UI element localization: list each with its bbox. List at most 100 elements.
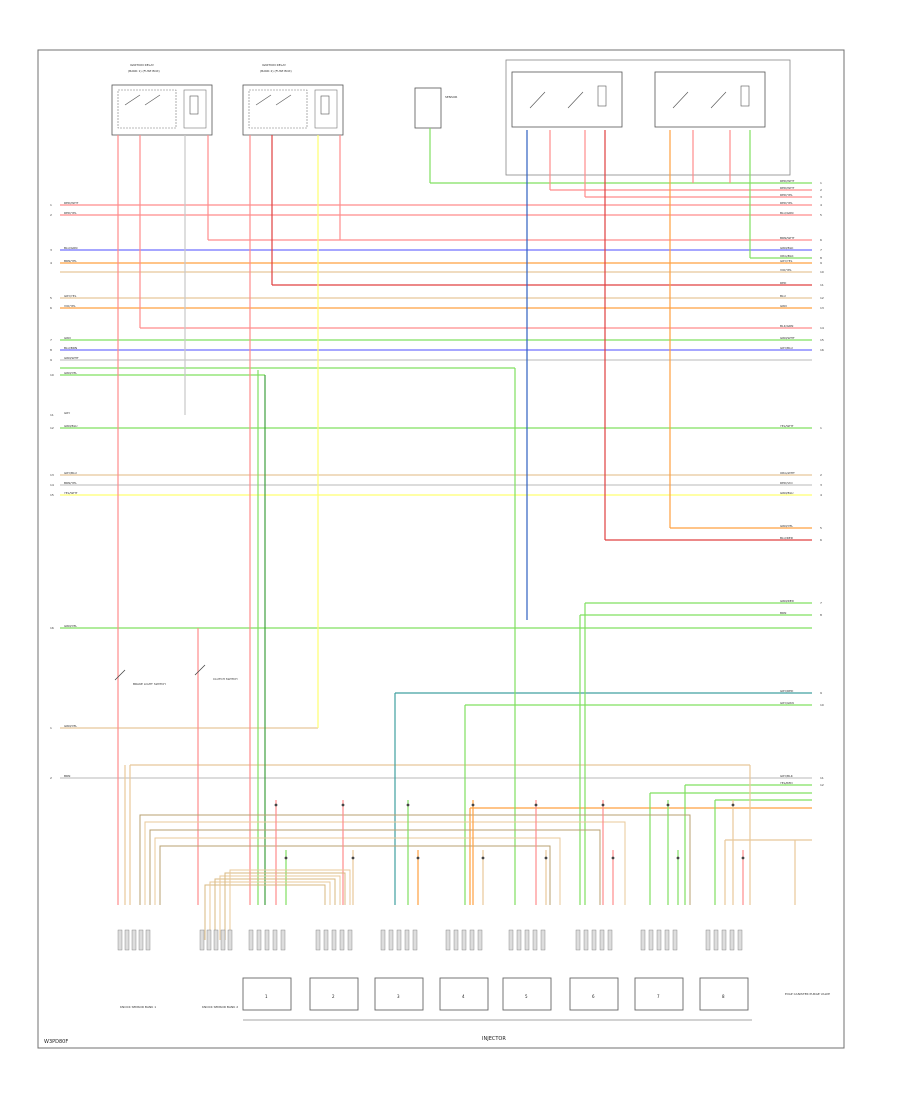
right-wire-label: VIO/YEL	[780, 268, 792, 272]
left-pin-number: 1	[50, 726, 52, 730]
injector-8	[699, 929, 749, 1011]
injector-3	[374, 929, 424, 1011]
injector-pin	[388, 929, 394, 951]
injector-6	[569, 929, 619, 1011]
sensor-pin	[213, 929, 219, 951]
right-wire-label: GRN/YEL	[780, 524, 793, 528]
switch-2	[194, 664, 206, 676]
injector-body	[374, 977, 424, 1011]
injector-pin	[323, 929, 329, 951]
sensor-wire	[219, 875, 341, 940]
injector-junction	[676, 856, 680, 860]
injector-junction	[274, 803, 278, 807]
right-wire-label: GRN/BLU	[780, 491, 793, 495]
right-pin-number: 15	[820, 338, 824, 342]
injector-body	[309, 977, 359, 1011]
right-pin-number: 3	[820, 483, 822, 487]
left-pin-number: 15	[50, 493, 54, 497]
right-pin-number: 9	[820, 261, 822, 265]
right-wire-label: GRY/BLU	[780, 346, 793, 350]
right-wire-label: RED/VIO	[780, 481, 793, 485]
left-pin-number: 13	[50, 473, 54, 477]
right-wire-label: ORG/WHT	[780, 471, 795, 475]
sensor-label: KNOCK SENSOR BANK 1	[120, 1005, 156, 1009]
knock-sensor-top: SENSOR	[414, 87, 457, 129]
left-pin-number: 2	[50, 776, 52, 780]
right-wire-label: GRN/WHT	[780, 336, 795, 340]
injector-pin	[264, 929, 270, 951]
left-wire-label: GRN	[64, 336, 71, 340]
sensor-pin	[227, 929, 233, 951]
injector-pin	[315, 929, 321, 951]
switch-1	[114, 669, 126, 681]
injector-body	[569, 977, 619, 1011]
left-pin-number: 6	[50, 306, 52, 310]
right-wire-label: GRN/BLK	[780, 246, 794, 250]
left-pin-number: 12	[50, 426, 54, 430]
injector-1	[242, 929, 292, 1011]
relay-ignition-bank-1: IGNITION RELAY (BANK 1) (FUSE BOX)	[111, 63, 213, 136]
right-pin-number: 6	[820, 238, 822, 242]
right-pin-number: 13	[820, 306, 824, 310]
left-pin-number: 3	[50, 248, 52, 252]
sensor-wire	[224, 872, 346, 940]
injector-pin	[453, 929, 459, 951]
right-pin-number: 1	[820, 181, 822, 185]
right-pin-number: 12	[820, 296, 824, 300]
injector-pin	[380, 929, 386, 951]
injector-junction	[544, 856, 548, 860]
injector-body	[242, 977, 292, 1011]
injector-pin	[445, 929, 451, 951]
switch-contact	[114, 669, 126, 681]
injector-pin	[469, 929, 475, 951]
sensor-label: KNOCK SENSOR BANK 2	[202, 1005, 238, 1009]
injector-number: 8	[722, 994, 725, 999]
right-pin-number: 2	[820, 473, 822, 477]
left-pin-number: 8	[50, 348, 52, 352]
injector-pin	[272, 929, 278, 951]
injector-pin	[516, 929, 522, 951]
right-wire-label: BLU	[780, 294, 786, 298]
relay-ignition-bank-2-sub: (BANK 2) (FUSE BOX)	[260, 69, 292, 73]
left-wire-label: GRN/YEL	[64, 371, 77, 375]
sensor-pin	[124, 929, 130, 951]
left-wire-label: GRN/BLU	[64, 424, 77, 428]
injector-feed-rail	[149, 829, 601, 905]
injector-pin	[599, 929, 605, 951]
injector-pin	[532, 929, 538, 951]
right-pin-number: 12	[820, 783, 824, 787]
injector-number: 6	[592, 994, 595, 999]
injector-feed-rail	[139, 814, 691, 905]
right-wire-label: RED	[780, 281, 787, 285]
right-wire-label: GRY/RED	[780, 689, 794, 693]
injector-pin	[729, 929, 735, 951]
injector-junction	[416, 856, 420, 860]
injector-junction	[406, 803, 410, 807]
injector-pin	[664, 929, 670, 951]
left-wire-label: BLU/BRN	[64, 346, 77, 350]
injector-4	[439, 929, 489, 1011]
left-wire-label: GRY/YEL	[64, 294, 77, 298]
injector-pin	[737, 929, 743, 951]
relay-ignition-bank-2-label: IGNITION RELAY	[262, 63, 286, 67]
sensor-wire	[229, 869, 351, 940]
left-wire-label: RED/WHT	[64, 201, 79, 205]
injector-body	[634, 977, 684, 1011]
injector-junction	[534, 803, 538, 807]
left-wire-label: RED/YEL	[64, 211, 77, 215]
injector-pin	[575, 929, 581, 951]
right-pin-number: 8	[820, 256, 822, 260]
injector-feed-rail	[159, 845, 551, 905]
left-wire-label: YEL/WHT	[64, 491, 78, 495]
left-wire-label: GRN/YEL	[64, 724, 77, 728]
right-wire-label: RED/WHT	[780, 186, 795, 190]
injector-junction	[741, 856, 745, 860]
injector-pin	[524, 929, 530, 951]
injector-number: 2	[332, 994, 335, 999]
relay-ignition-bank-1-sub: (BANK 1) (FUSE BOX)	[128, 69, 160, 73]
diagram-frame	[37, 49, 845, 1049]
right-wire-label: BLK/GRN	[780, 324, 793, 328]
right-wire-label: GRN/RED	[780, 599, 795, 603]
left-wire-label: BRN/YEL	[64, 481, 77, 485]
